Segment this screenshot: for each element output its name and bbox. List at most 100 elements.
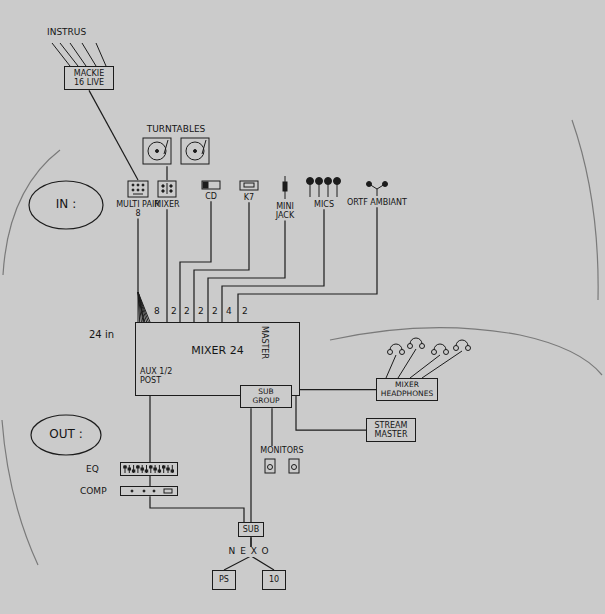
dj-mixer: MIXER: [150, 180, 184, 209]
instrument-wire: [60, 43, 78, 66]
microphone-icon: [334, 178, 341, 185]
channel-count: 2: [241, 307, 249, 317]
signal-wire: [300, 389, 376, 390]
equalizer-slider: [163, 466, 165, 468]
equalizer-slider: [145, 470, 147, 472]
node-label: SUB: [242, 525, 260, 534]
channel-count: 2: [170, 307, 178, 317]
turntable-icon: [148, 142, 166, 160]
signal-wire: [222, 209, 324, 322]
cassette-player: K7: [236, 180, 262, 202]
microphone-icon: [325, 178, 332, 185]
turntable-icon: [156, 150, 159, 153]
headphone-icon: [400, 350, 405, 355]
ortf-icon: [367, 182, 372, 187]
turntable-icon: [194, 150, 197, 153]
node-label: MIXER 24: [136, 345, 299, 358]
headphone-icon: [432, 350, 437, 355]
monitors-icon: [262, 458, 302, 474]
headphone-icon: [454, 346, 459, 351]
node-label: STREAM MASTER: [370, 421, 412, 439]
subgroup-box: SUB GROUP: [240, 385, 292, 408]
compressor-icon: [143, 490, 145, 492]
node-label: MINI JACK: [266, 202, 304, 220]
subwoofer-box: SUB: [238, 522, 264, 537]
ellipse-outline: [29, 181, 103, 229]
multipair-icon: [137, 189, 139, 191]
headphone-icon: [434, 344, 446, 350]
monitor-icon: [289, 459, 299, 473]
jack-icon: [283, 182, 287, 191]
tonearm: [202, 140, 206, 154]
dj-mixer-icon: [167, 183, 168, 194]
node-label: IN :: [56, 198, 76, 212]
speaker-box: PS: [212, 570, 236, 590]
speaker-box: 10: [262, 570, 286, 590]
equalizer-slider: [171, 470, 173, 472]
microphone-icon: [328, 185, 329, 198]
jack-icon: [280, 176, 290, 200]
headphone-icon: [388, 350, 393, 355]
node-label: MACKIE 16 LIVE: [68, 69, 110, 87]
signal-wire: [271, 408, 272, 446]
equalizer-slider: [159, 465, 160, 473]
signal-wire: [238, 207, 377, 322]
microphone-icon: [307, 178, 314, 185]
compressor: COMP: [80, 486, 178, 496]
equalizer-slider: [172, 465, 173, 473]
multipair-icon: [142, 184, 144, 186]
equalizer-slider: [168, 465, 169, 473]
dj-mixer-icon: [158, 181, 176, 197]
channel-count: 2: [197, 307, 205, 317]
equalizer-slider: [150, 465, 151, 473]
turntables: TURNTABLES: [140, 124, 212, 166]
k7-icon: [239, 180, 259, 191]
signal-wire: [149, 396, 150, 462]
equalizer-slider: [146, 465, 147, 473]
headphone-icon: [466, 346, 471, 351]
headphone-wire: [386, 355, 396, 378]
comp-icon: [120, 486, 178, 496]
node-sublabel: AUX 1/2 POST: [140, 367, 186, 385]
turntable-icon: [186, 142, 204, 160]
instrument-wire: [52, 43, 70, 66]
equalizer-slider: [167, 468, 169, 470]
signal-wire: [208, 220, 285, 322]
node-label: K7: [236, 193, 262, 202]
equalizer-slider: [163, 465, 164, 473]
headphone-icon: [390, 344, 402, 350]
equalizer-slider: [133, 465, 134, 473]
microphone-icon: [310, 185, 311, 198]
multipair-icon: [132, 189, 134, 191]
region-outline: [572, 120, 598, 300]
main-mixer: MIXER 24MASTERAUX 1/2 POSTSUB GROUP: [135, 322, 300, 396]
equalizer-slider: [137, 465, 138, 473]
node-label: MULTI PAIR 8: [116, 200, 160, 218]
microphone-icon: [319, 185, 320, 198]
node-label: 10: [266, 575, 282, 584]
node-label: MICS: [304, 200, 344, 209]
multipair-icon: [132, 184, 134, 186]
signal-wire: [250, 408, 251, 522]
cassette-icon: [240, 181, 258, 190]
tonearm: [164, 140, 168, 154]
equalizer-slider: [142, 465, 143, 473]
equalizer-slider: [141, 468, 143, 470]
equalizer-slider: [124, 466, 126, 468]
turntable-icon: [181, 138, 209, 164]
channel-count: 2: [183, 307, 191, 317]
djmixer-icon: [157, 180, 177, 198]
ortf-icon: [365, 180, 389, 196]
node-label: MONITORS: [256, 446, 308, 455]
node-label: EQ: [86, 464, 99, 474]
node-label: SUB GROUP: [244, 388, 288, 405]
cassette-icon: [244, 183, 254, 187]
dj-mixer-icon: [162, 190, 164, 192]
equalizer-slider: [128, 468, 130, 470]
signal-wire: [180, 201, 211, 322]
cd-player: CD: [198, 180, 224, 201]
headphone-wire: [398, 349, 416, 378]
signal-wire: [166, 209, 167, 322]
channel-count: 4: [225, 307, 233, 317]
